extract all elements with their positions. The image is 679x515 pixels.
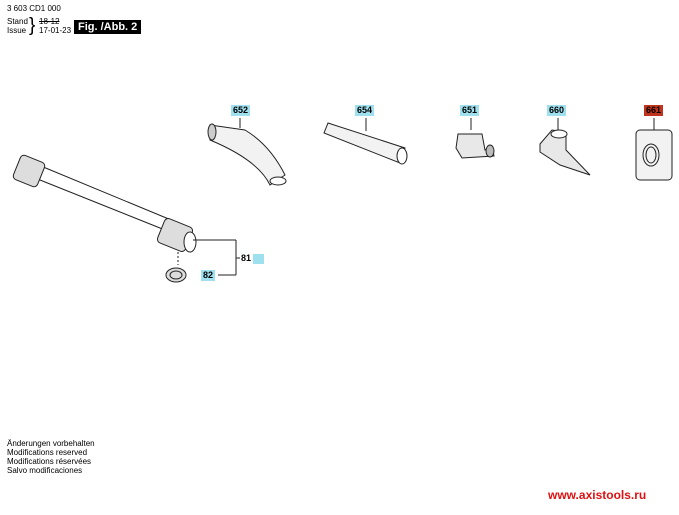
footer-note-en: Modifications reserved xyxy=(7,448,88,457)
part-81-marker xyxy=(253,254,264,264)
issue-label: Issue xyxy=(7,26,27,35)
floor-nozzle-660 xyxy=(539,118,591,176)
part-label-661[interactable]: 661 xyxy=(644,105,664,116)
issue-value: 17-01-23 xyxy=(39,26,72,35)
hose-drawing xyxy=(12,154,197,253)
brace: } xyxy=(29,15,36,36)
figure-label: Fig. /Abb. 2 xyxy=(74,20,142,34)
clamp-drawing xyxy=(165,267,187,283)
website-link[interactable]: www.axistools.ru xyxy=(548,488,647,502)
footer-note-es: Salvo modificaciones xyxy=(7,466,83,475)
part-label-654[interactable]: 654 xyxy=(355,105,375,116)
part-label-82[interactable]: 82 xyxy=(201,270,216,281)
footer-note-de: Änderungen vorbehalten xyxy=(7,439,95,448)
adapter-651 xyxy=(455,118,495,159)
bent-tube-652 xyxy=(207,118,287,186)
document-number: 3 603 CD1 000 xyxy=(7,4,61,13)
stand-value: 18-12 xyxy=(39,17,60,26)
part-label-660[interactable]: 660 xyxy=(547,105,567,116)
part-label-651[interactable]: 651 xyxy=(460,105,480,116)
crevice-nozzle-654 xyxy=(323,118,408,165)
part-label-652[interactable]: 652 xyxy=(231,105,251,116)
stand-label: Stand xyxy=(7,17,28,26)
footer-note-fr: Modifications réservées xyxy=(7,457,92,466)
part-label-81[interactable]: 81 xyxy=(241,253,252,263)
filter-661 xyxy=(635,118,673,181)
